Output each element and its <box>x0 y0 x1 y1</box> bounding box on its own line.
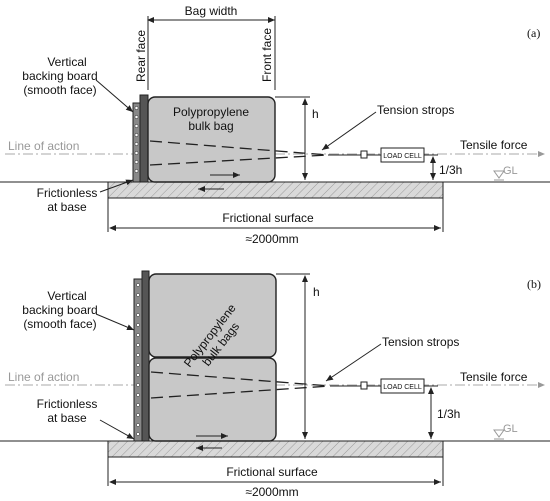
frictionless-label-line1: Frictionless <box>37 397 98 411</box>
backing-board-label-line1: Vertical <box>47 55 86 69</box>
backing-board-leader <box>95 79 134 113</box>
frictional-surface <box>107 181 444 199</box>
bag-width-label: Bag width <box>185 4 238 18</box>
tension-strops-label: Tension strops <box>382 335 459 349</box>
line-of-action-label: Line of action <box>8 139 79 153</box>
bag-label-line1: Polypropylene <box>173 105 249 119</box>
line-of-action-label: Line of action <box>8 370 79 384</box>
gl-label: GL <box>503 165 518 177</box>
front-face-label: Front face <box>260 28 274 82</box>
frictionless-leader <box>99 419 135 440</box>
gl-label: GL <box>503 423 518 435</box>
frictional-surface-label: Frictional surface <box>226 465 318 479</box>
gl-marker-icon <box>493 170 505 179</box>
backing-board-rollers <box>133 278 143 442</box>
tension-strops-leader <box>321 111 377 151</box>
backing-board <box>141 270 150 442</box>
tension-strops-leader <box>325 343 382 382</box>
load-cell-label: LOAD CELL <box>383 384 422 391</box>
frictionless-label-line2: at base <box>47 200 87 214</box>
lower-strop <box>149 154 329 166</box>
backing-board <box>139 94 149 183</box>
lower-strop <box>150 385 331 399</box>
upper-bulk-bag <box>148 273 277 358</box>
upper-strop <box>150 371 331 387</box>
frictional-surface-label: Frictional surface <box>222 211 314 225</box>
backing-board-label-line1: Vertical <box>47 289 86 303</box>
frictionless-leader <box>99 179 134 193</box>
backing-board-label-line2: backing board <box>22 69 97 83</box>
backing-board-label-line2: backing board <box>22 303 97 317</box>
third-h-label: 1/3h <box>437 407 460 421</box>
roller-dots <box>136 283 140 436</box>
tension-strops-label: Tension strops <box>377 103 454 117</box>
rear-face-label: Rear face <box>134 30 148 82</box>
tensile-force-label: Tensile force <box>460 370 528 384</box>
third-h-label: 1/3h <box>439 163 462 177</box>
length-label: ≈2000mm <box>245 485 298 499</box>
frictional-surface <box>107 440 444 458</box>
lower-bulk-bag <box>148 357 277 442</box>
roller-dots <box>134 106 139 173</box>
h-label: h <box>313 285 320 299</box>
frictionless-label-line2: at base <box>47 411 87 425</box>
panel-a-label: (a) <box>527 26 540 40</box>
h-label: h <box>312 107 319 121</box>
frictionless-label-line1: Frictionless <box>37 186 98 200</box>
shackle <box>360 381 368 390</box>
panel-a: (a) Bag width Rear face Front face Line … <box>0 4 550 246</box>
backing-board-label-line3: (smooth face) <box>23 317 96 331</box>
backing-board-leader <box>95 313 135 331</box>
backing-board-label-line3: (smooth face) <box>23 83 96 97</box>
upper-strop <box>149 140 329 156</box>
panel-b-label: (b) <box>527 277 541 291</box>
panel-b: (b) Line of action Polypropylene bulk ba… <box>0 270 550 499</box>
shackle <box>360 150 368 159</box>
bag-label-line2: bulk bag <box>188 119 233 133</box>
load-cell-label: LOAD CELL <box>383 153 422 160</box>
length-label: ≈2000mm <box>245 232 298 246</box>
bulk-bag <box>147 96 276 183</box>
tensile-force-label: Tensile force <box>460 138 528 152</box>
gl-marker-icon <box>493 429 505 438</box>
